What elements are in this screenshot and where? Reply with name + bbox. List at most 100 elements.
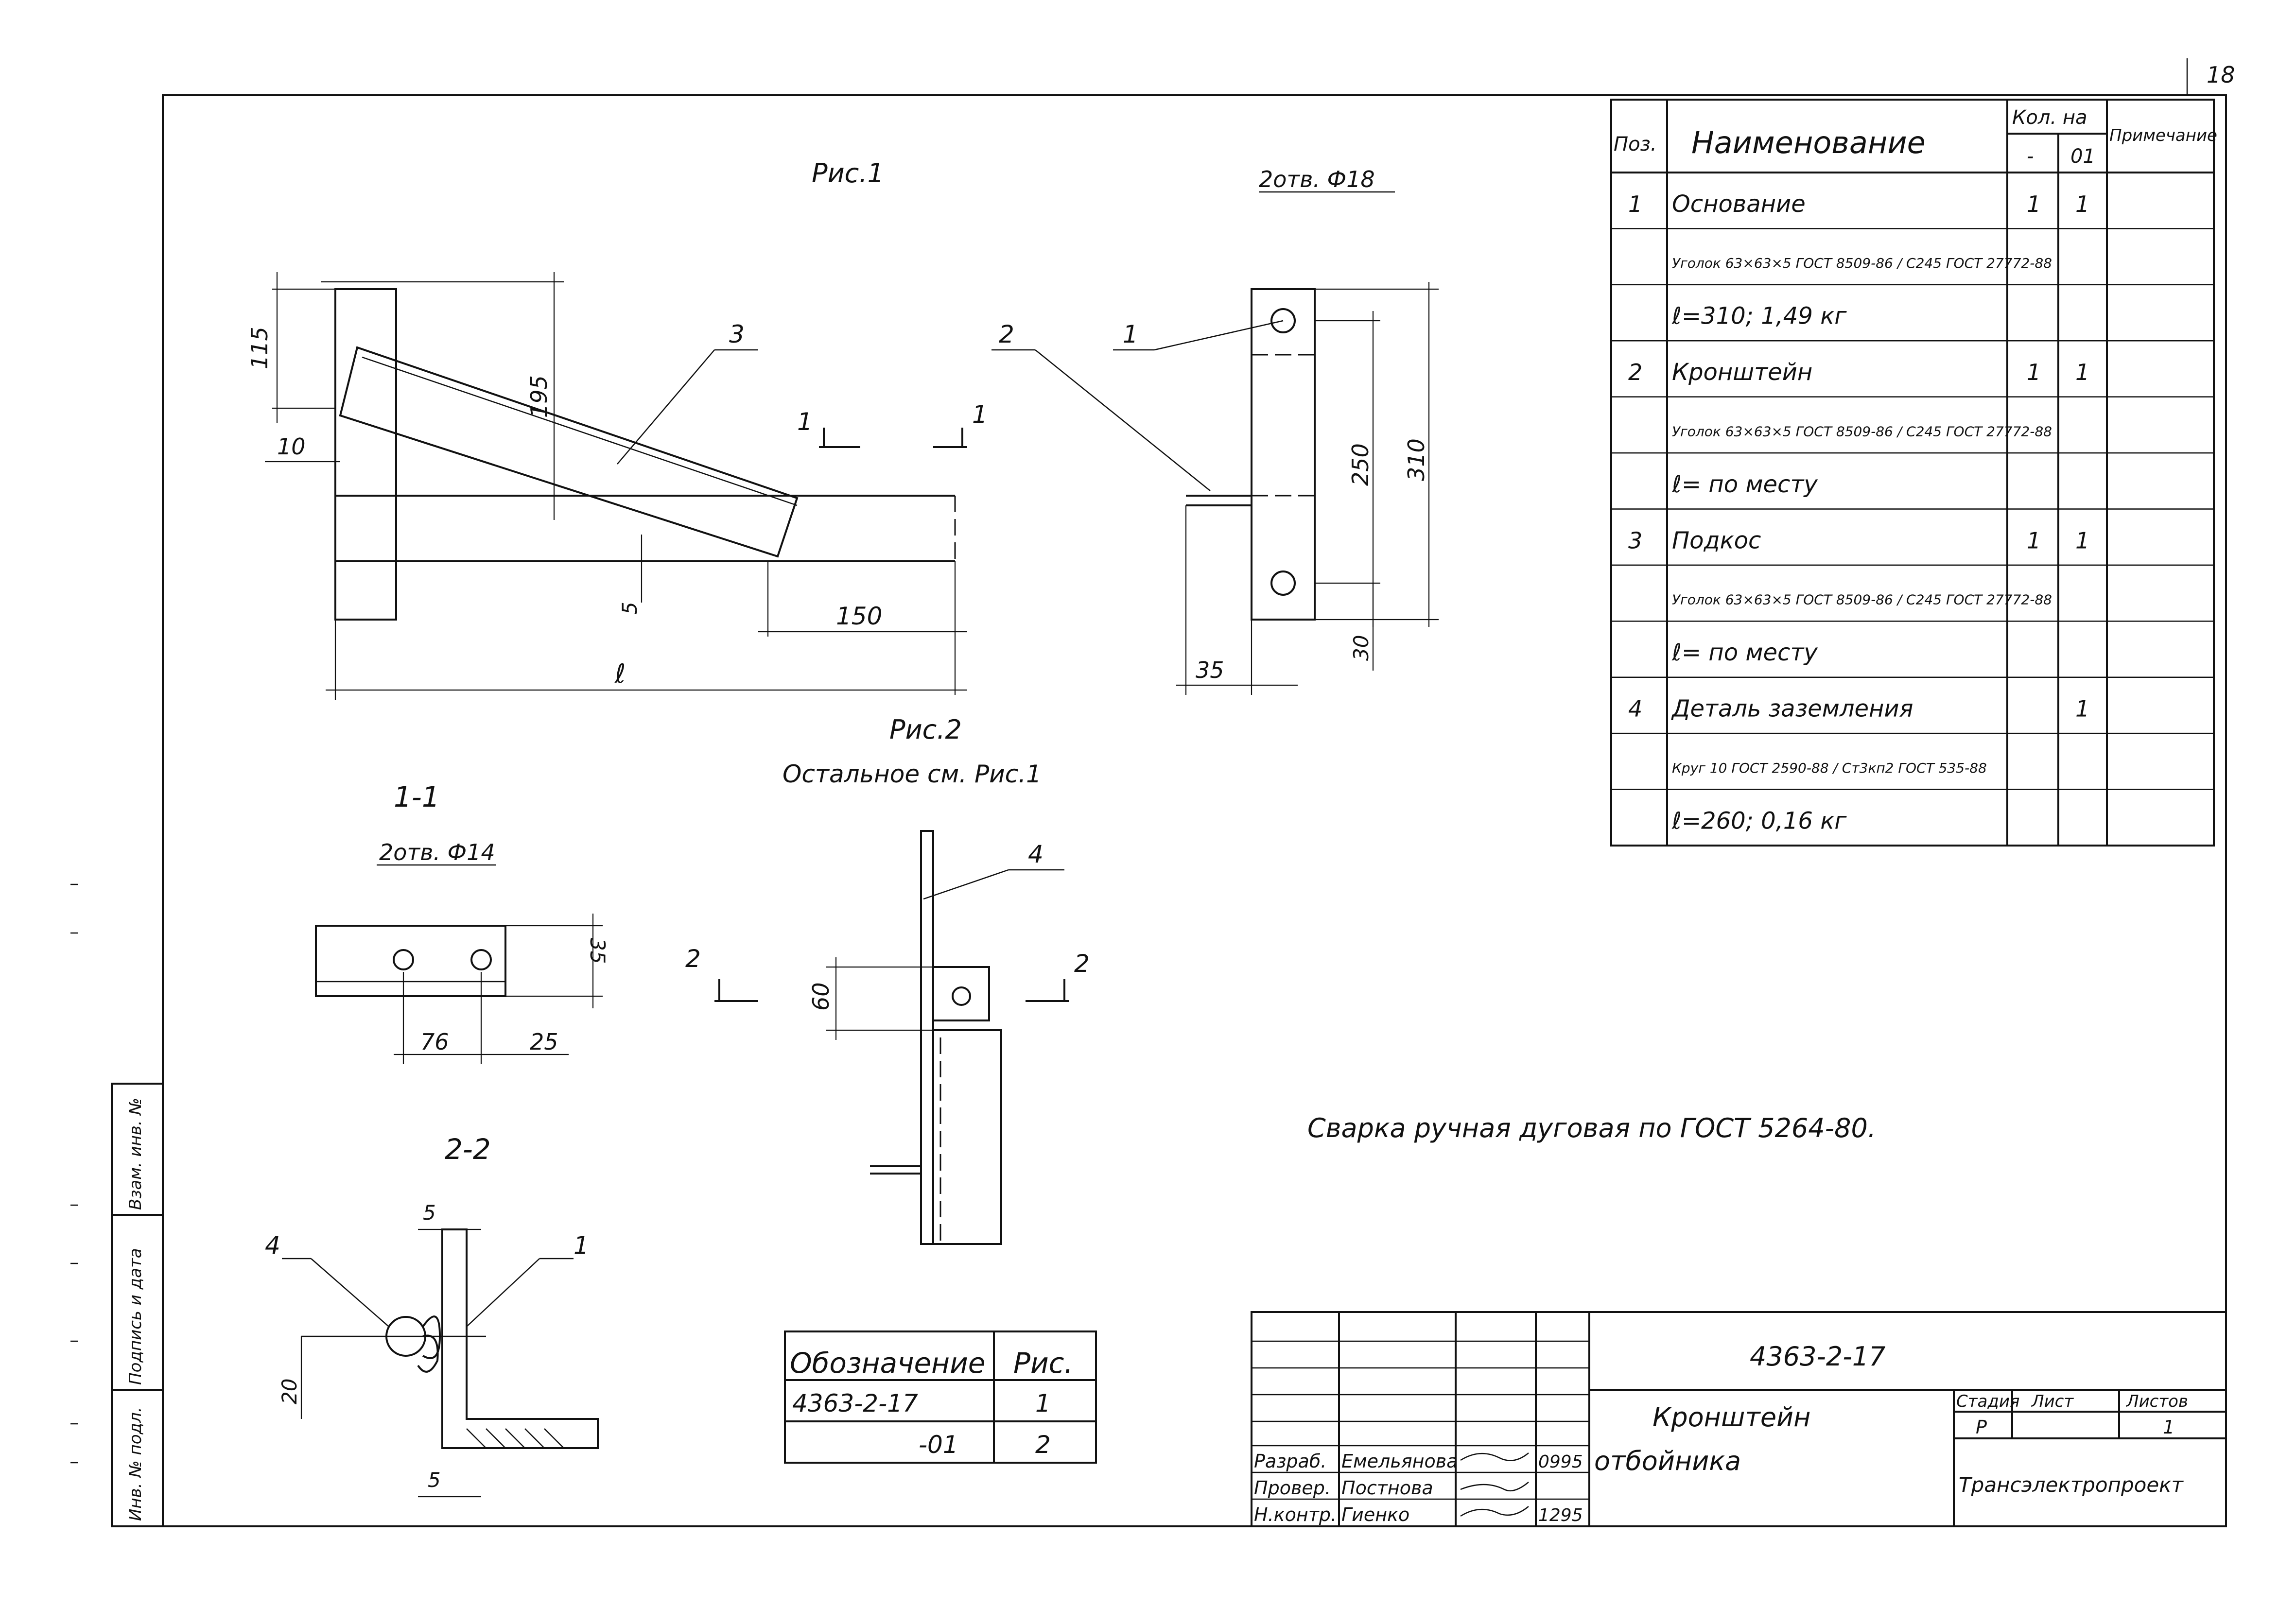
sec-mark-2b: 2 <box>1074 950 1090 978</box>
holes-14-label: 2отв. Ф14 <box>379 839 495 865</box>
fig2-title: Рис.2 <box>889 714 962 745</box>
spec-row-pos: 4 <box>1628 696 1642 722</box>
dim-115: 115 <box>246 327 273 369</box>
dim-30: 30 <box>1349 635 1373 661</box>
angle-section <box>441 1228 599 1449</box>
drawing-title-1: Кронштейн <box>1652 1402 1810 1433</box>
callout-1: 1 <box>1123 320 1138 348</box>
svg-text:Обозначение: Обозначение <box>790 1347 985 1380</box>
callout-2: 2 <box>999 320 1014 348</box>
spec-row-name: Основание <box>1672 190 1806 218</box>
svg-text:Листов: Листов <box>2125 1392 2188 1411</box>
spec-row-pos: 1 <box>1628 191 1642 217</box>
callout-3: 3 <box>729 320 745 348</box>
svg-text:1: 1 <box>2163 1417 2174 1438</box>
page-number: 18 <box>2207 62 2235 88</box>
dim-35b: 35 <box>586 938 609 964</box>
hole-bottom <box>1270 570 1296 596</box>
drawing-title-2: отбойника <box>1594 1446 1741 1476</box>
svg-text:Рис.: Рис. <box>1013 1347 1073 1380</box>
dim-60: 60 <box>808 982 834 1011</box>
svg-text:2: 2 <box>1035 1431 1051 1459</box>
sec-mark-1a: 1 <box>797 408 813 436</box>
callout-1-sec: 1 <box>574 1231 589 1260</box>
spec-table: Поз. Наименование Кол. на - 01 Примечани… <box>1610 99 2217 847</box>
signature-3 <box>1460 1506 1529 1517</box>
dim-195: 195 <box>526 375 552 418</box>
svg-text:Разраб.: Разраб. <box>1254 1451 1326 1472</box>
spec-row-name: Кронштейн <box>1672 359 1812 386</box>
spec-row-pos: 2 <box>1628 359 1642 385</box>
svg-text:Инв. № подл.: Инв. № подл. <box>126 1407 145 1521</box>
signature-2 <box>1460 1482 1529 1492</box>
svg-text:Наименование: Наименование <box>1691 125 1926 160</box>
svg-text:Поз.: Поз. <box>1614 133 1657 156</box>
svg-text:1295: 1295 <box>1538 1505 1583 1525</box>
dim-l: ℓ <box>614 658 626 689</box>
svg-text:-: - <box>2027 145 2034 168</box>
weld-note: Сварка ручная дуговая по ГОСТ 5264-80. <box>1307 1113 1876 1143</box>
fig1-side-view: 2отв. Ф18 1 2 250 310 30 35 <box>991 166 1439 695</box>
dim-250: 250 <box>1347 443 1374 486</box>
dim-25: 25 <box>530 1029 558 1055</box>
fig1-view: Рис.1 3 115 10 195 5 150 ℓ <box>246 158 988 700</box>
sec-mark-2a: 2 <box>685 945 701 973</box>
sheet-frame <box>162 94 2227 1527</box>
dim-5: 5 <box>618 602 642 615</box>
dim-5-bottom: 5 <box>428 1468 441 1492</box>
callout-4: 4 <box>1028 840 1044 868</box>
svg-text:-01: -01 <box>919 1431 958 1459</box>
strut-angle <box>339 346 799 558</box>
hole-right <box>470 949 492 970</box>
spec-row-qty-b: 1 <box>2075 359 2089 385</box>
spec-row-qty-a: 1 <box>2027 191 2041 217</box>
svg-text:0995: 0995 <box>1538 1452 1583 1472</box>
spec-row-name: Уголок 63×63×5 ГОСТ 8509-86 / С245 ГОСТ … <box>1672 592 2052 608</box>
spec-row-name: Подкос <box>1672 527 1761 554</box>
svg-text:Н.контр.: Н.контр. <box>1254 1504 1337 1525</box>
svg-text:Емельянова: Емельянова <box>1341 1451 1458 1472</box>
spec-row-name: Уголок 63×63×5 ГОСТ 8509-86 / С245 ГОСТ … <box>1672 255 2052 271</box>
organization: Трансэлектропроект <box>1959 1473 2184 1497</box>
designation-table: Обозначение Рис. 4363-2-17 1 -01 2 <box>784 1331 1097 1464</box>
base-side <box>1251 288 1316 621</box>
section-2-2: 2-2 4 1 5 5 20 <box>265 1133 599 1498</box>
spec-row-qty-b: 1 <box>2075 191 2089 217</box>
svg-text:01: 01 <box>2070 145 2095 168</box>
svg-text:Гиенко: Гиенко <box>1341 1504 1409 1525</box>
hole-left <box>393 949 414 970</box>
base-angle <box>334 288 397 621</box>
dim-5-top: 5 <box>423 1201 436 1225</box>
fig2-note: Остальное см. Рис.1 <box>783 760 1042 788</box>
dim-310: 310 <box>1403 438 1429 481</box>
svg-text:Кол. на: Кол. на <box>2012 106 2087 129</box>
svg-text:Стадия: Стадия <box>1956 1392 2019 1411</box>
svg-text:Подпись и дата: Подпись и дата <box>126 1248 145 1385</box>
dim-35: 35 <box>1196 657 1224 683</box>
section-2-2-title: 2-2 <box>445 1133 491 1166</box>
spec-row-qty-a: 1 <box>2027 527 2041 553</box>
spec-row-qty-b: 1 <box>2075 527 2089 553</box>
spec-row-name: ℓ=310; 1,49 кг <box>1671 303 1847 330</box>
title-block: 4363-2-17 Кронштейн отбойника Стадия Лис… <box>1251 1311 2227 1527</box>
spec-row-name: ℓ= по месту <box>1671 471 1818 498</box>
spec-row-name: Деталь заземления <box>1671 695 1913 723</box>
callout-4-sec: 4 <box>265 1231 280 1260</box>
sec-mark-1b: 1 <box>972 400 988 429</box>
spec-row-qty-b: 1 <box>2075 696 2089 722</box>
svg-text:4363-2-17: 4363-2-17 <box>792 1389 918 1417</box>
svg-text:1: 1 <box>1035 1389 1051 1417</box>
section-1-1: 1-1 2отв. Ф14 35 76 25 <box>315 780 609 1064</box>
signature-1 <box>1460 1452 1529 1461</box>
svg-text:Лист: Лист <box>2031 1392 2074 1411</box>
spec-row-pos: 3 <box>1628 527 1642 553</box>
fig1-title: Рис.1 <box>812 158 884 189</box>
side-stamp: Инв. № подл. Подпись и дата Взам. инв. № <box>111 1083 164 1527</box>
hole-fig2 <box>952 986 971 1006</box>
dim-76: 76 <box>420 1029 449 1055</box>
holes-18-label: 2отв. Ф18 <box>1259 166 1375 192</box>
drawing-code: 4363-2-17 <box>1750 1341 1885 1372</box>
spec-row-name: Круг 10 ГОСТ 2590-88 / Ст3кп2 ГОСТ 535-8… <box>1672 760 1987 776</box>
dim-10: 10 <box>277 433 306 460</box>
